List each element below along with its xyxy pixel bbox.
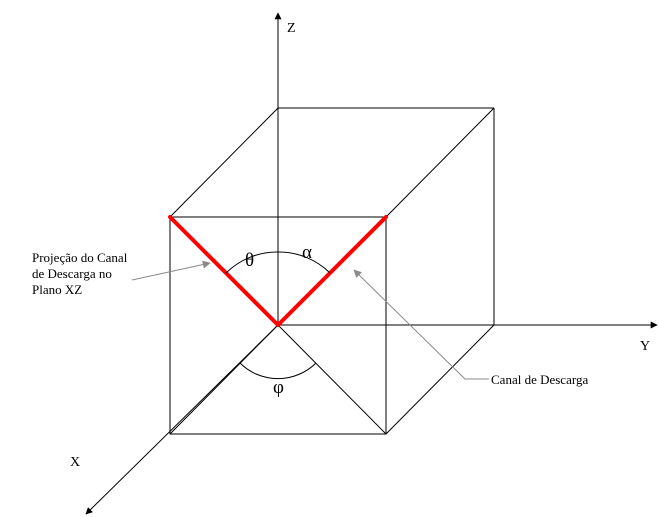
bottom-face-diagonal-left [169, 324, 279, 435]
phi-arc [239, 362, 317, 380]
x-axis-label: X [70, 455, 80, 470]
cube-front-face [169, 216, 387, 435]
y-axis-label: Y [640, 339, 650, 354]
projection-annotation-line-1: Projeção do Canal [32, 250, 128, 265]
top-face-diagonal-left [169, 107, 279, 218]
x-axis [85, 324, 279, 515]
theta-arc [225, 251, 279, 274]
projection-pointer-arrow [131, 260, 211, 281]
phi-label: φ [273, 377, 284, 398]
alpha-arc [277, 251, 331, 274]
z-axis-label: Z [287, 21, 296, 36]
channel-pointer-arrow [353, 269, 489, 380]
discharge-channel-left [168, 215, 280, 327]
discharge-channel-right [276, 215, 388, 327]
projection-annotation-line-3: Plano XZ [32, 282, 82, 297]
cube-depth-edge-bottom-right [385, 324, 495, 435]
bottom-face-diagonal-right [277, 324, 387, 435]
projection-annotation-line-2: de Descarga no [32, 266, 112, 281]
cube-depth-edge-top-right [385, 107, 495, 218]
alpha-label: α [302, 242, 312, 263]
channel-annotation: Canal de Descarga [491, 372, 588, 387]
theta-label: θ [245, 250, 254, 271]
